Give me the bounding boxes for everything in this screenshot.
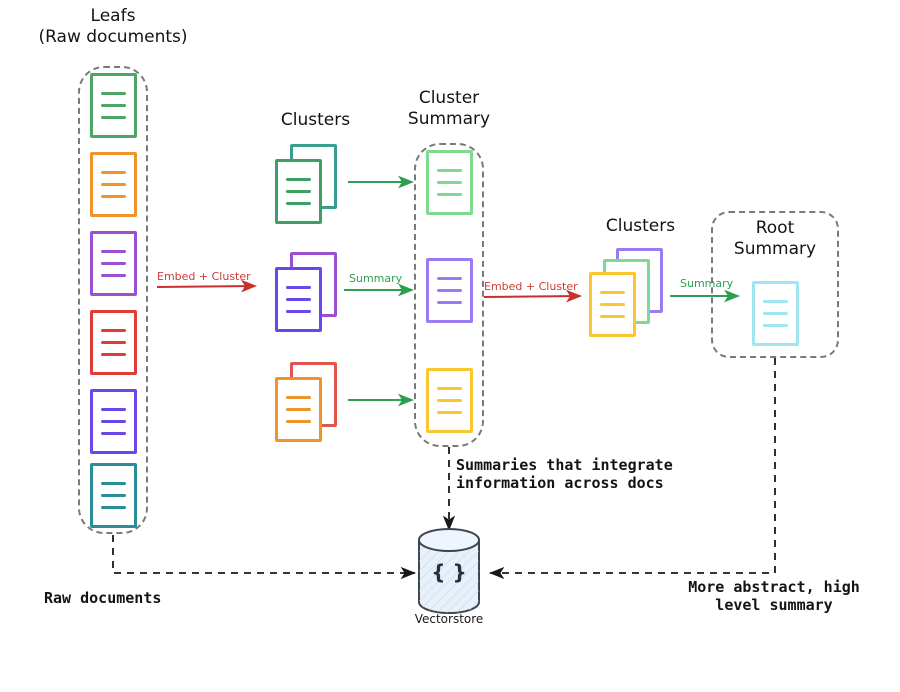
root-summary-doc <box>752 281 799 346</box>
leafs-group-box <box>78 66 148 534</box>
root-summary-group-box <box>711 211 839 358</box>
label-root-summary: Root Summary <box>733 218 817 259</box>
cluster-stack-root-front <box>589 272 636 337</box>
leaf-doc-6 <box>90 463 137 528</box>
cluster-stack-orange-front <box>275 377 322 442</box>
arrow-label-embed-cluster-2: Embed + Cluster <box>484 280 578 293</box>
cluster-summary-purple <box>426 258 473 323</box>
cluster-stack-green-front <box>275 159 322 224</box>
arrow-label-summary-2: Summary <box>680 277 734 290</box>
cluster-summary-group-box <box>414 143 484 447</box>
leaf-doc-2 <box>90 152 137 217</box>
annotation-summaries-note: Summaries that integrate information acr… <box>456 456 673 493</box>
annotation-raw-documents: Raw documents <box>44 589 162 607</box>
arrow-embed-cluster-2 <box>483 289 582 303</box>
leaf-doc-5 <box>90 389 137 454</box>
label-clusters-2: Clusters <box>605 216 676 236</box>
label-cluster-summary: Cluster Summary <box>407 88 491 129</box>
arrow-label-summary-1: Summary <box>349 272 403 285</box>
cluster-stack-purple-front <box>275 267 322 332</box>
leaf-doc-1 <box>90 73 137 138</box>
cluster-summary-green <box>426 150 473 215</box>
label-clusters-1: Clusters <box>280 110 351 130</box>
arrow-raw-docs-to-store <box>112 535 416 580</box>
arrow-label-embed-cluster-1: Embed + Cluster <box>157 270 251 283</box>
annotation-abstract-note: More abstract, high level summary <box>688 578 860 615</box>
leaf-doc-4 <box>90 310 137 375</box>
vectorstore-glyph: { } <box>431 560 467 584</box>
arrow-embed-cluster-1 <box>156 279 257 293</box>
label-leafs: Leafs (Raw documents) <box>38 6 188 47</box>
vectorstore-label: Vectorstore <box>414 612 484 626</box>
cluster-summary-yellow <box>426 368 473 433</box>
leaf-doc-3 <box>90 231 137 296</box>
